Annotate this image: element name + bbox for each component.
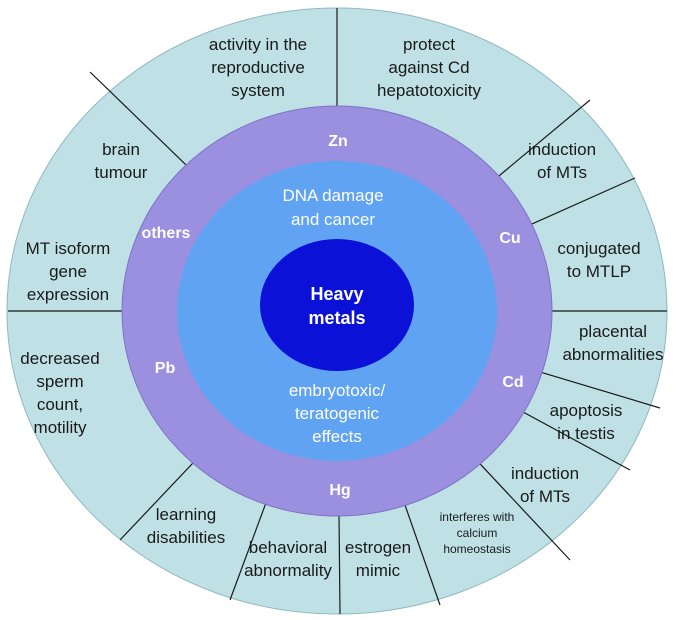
outer-induction-cu-line1: induction <box>528 140 596 159</box>
effect-embryotoxic-line3: effects <box>312 427 362 446</box>
outer-learning: learning disabilities <box>147 505 225 547</box>
outer-calcium-line2: calcium <box>457 526 498 540</box>
metal-cd-label: Cd <box>502 374 523 391</box>
outer-reproductive-line3: system <box>231 81 285 100</box>
outer-induction-cu-line2: of MTs <box>537 163 587 182</box>
outer-reproductive: activity in the reproductive system <box>209 35 307 100</box>
outer-placental-line1: placental <box>579 322 647 341</box>
outer-apoptosis-line1: apoptosis <box>550 401 623 420</box>
outer-estrogen-line1: estrogen <box>345 538 411 557</box>
metal-zn-label: Zn <box>328 133 348 150</box>
outer-learning-line1: learning <box>156 505 217 524</box>
outer-conjugated-line2: to MTLP <box>567 262 631 281</box>
outer-induction-cd: induction of MTs <box>511 464 579 506</box>
effect-embryotoxic-line1: embryotoxic/ <box>289 381 386 400</box>
outer-reproductive-line1: activity in the <box>209 35 307 54</box>
center-disc <box>260 239 414 371</box>
outer-induction-cu: induction of MTs <box>528 140 596 182</box>
outer-estrogen-line2: mimic <box>356 561 401 580</box>
metal-others-label: others <box>142 225 191 242</box>
outer-sperm-line1: decreased <box>20 349 99 368</box>
outer-behavioral: behavioral abnormality <box>244 538 332 580</box>
outer-mt-isoform: MT isoform gene expression <box>26 239 111 304</box>
outer-learning-line2: disabilities <box>147 528 225 547</box>
center-label-line2: metals <box>308 308 365 328</box>
outer-conjugated-line1: conjugated <box>557 239 640 258</box>
outer-sperm-line2: sperm <box>36 372 83 391</box>
outer-protect-cd: protect against Cd hepatotoxicity <box>377 35 481 100</box>
outer-mt-isoform-line2: gene <box>49 262 87 281</box>
outer-brain-line1: brain <box>102 140 140 159</box>
outer-mt-isoform-line3: expression <box>27 285 109 304</box>
outer-behavioral-line2: abnormality <box>244 561 332 580</box>
outer-apoptosis-line2: in testis <box>557 424 615 443</box>
outer-induction-cd-line2: of MTs <box>520 487 570 506</box>
outer-mt-isoform-line1: MT isoform <box>26 239 111 258</box>
outer-protect-cd-line1: protect <box>403 35 455 54</box>
outer-brain: brain tumour <box>95 140 148 182</box>
outer-sperm-line4: motility <box>34 418 87 437</box>
outer-brain-line2: tumour <box>95 163 148 182</box>
effect-dna-damage-line2: and cancer <box>291 210 375 229</box>
metal-pb-label: Pb <box>155 360 176 377</box>
outer-calcium-line3: homeostasis <box>443 542 510 556</box>
metal-hg-label: Hg <box>329 482 350 499</box>
center-label-line1: Heavy <box>310 284 363 304</box>
outer-sperm-line3: count, <box>37 395 83 414</box>
outer-estrogen: estrogen mimic <box>345 538 411 580</box>
effect-dna-damage-line1: DNA damage <box>282 186 383 205</box>
outer-placental-line2: abnormalities <box>562 345 663 364</box>
outer-conjugated: conjugated to MTLP <box>557 239 640 281</box>
outer-calcium: interferes with calcium homeostasis <box>440 510 515 556</box>
outer-apoptosis: apoptosis in testis <box>550 401 623 443</box>
metal-cu-label: Cu <box>499 230 520 247</box>
outer-behavioral-line1: behavioral <box>249 538 327 557</box>
outer-induction-cd-line1: induction <box>511 464 579 483</box>
outer-sperm: decreased sperm count, motility <box>20 349 99 437</box>
outer-protect-cd-line3: hepatotoxicity <box>377 81 481 100</box>
outer-protect-cd-line2: against Cd <box>388 58 469 77</box>
outer-reproductive-line2: reproductive <box>211 58 305 77</box>
outer-placental: placental abnormalities <box>562 322 663 364</box>
effect-embryotoxic-line2: teratogenic <box>295 404 380 423</box>
outer-calcium-line1: interferes with <box>440 510 515 524</box>
